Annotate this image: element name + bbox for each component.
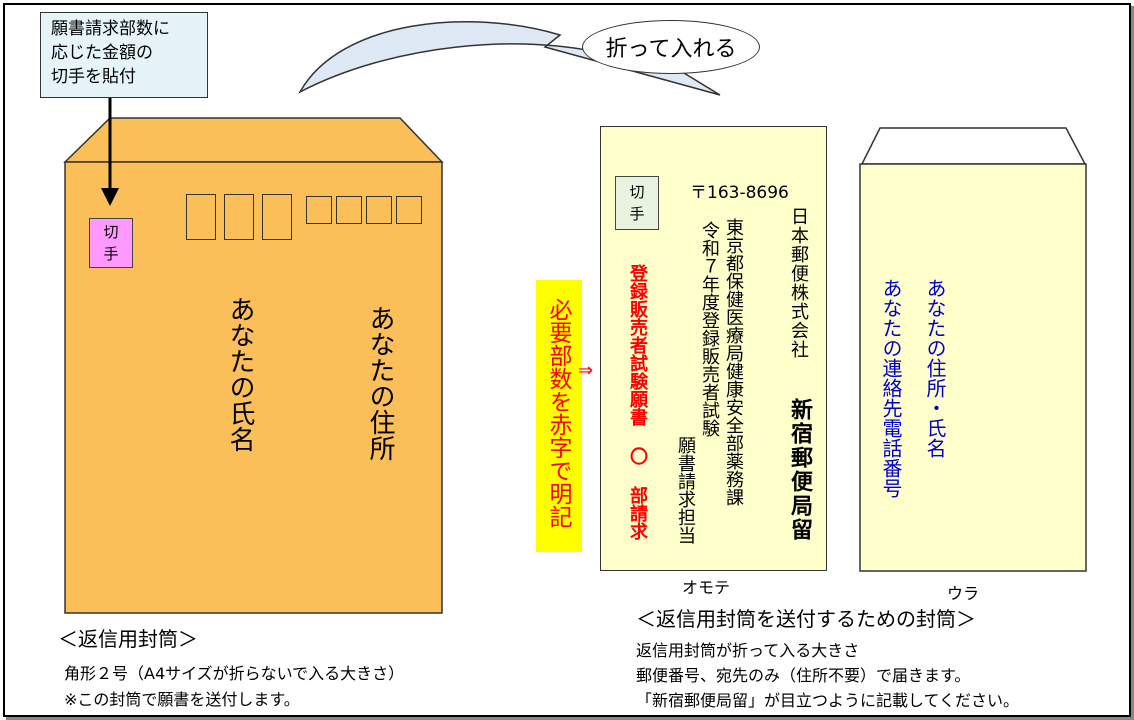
front-col-post-office: 新宿郵便局留 (787, 398, 812, 542)
postal-box-4 (306, 196, 332, 224)
fold-label: 折って入れる (605, 37, 737, 62)
stamp-note-line2: 応じた金額の (51, 43, 153, 63)
back-col-phone: あなたの連絡先電話番号 (879, 278, 903, 498)
postal-box-2 (224, 194, 254, 240)
stamp-note: 願書請求部数に 応じた金額の 切手を貼付 (40, 12, 208, 98)
postal-box-3 (262, 194, 292, 240)
sending-line1: 返信用封筒が折って入る大きさ (636, 641, 860, 660)
sending-line3: 「新宿郵便局留」が目立つように記載してください。 (636, 691, 1020, 710)
return-send-note: ※この封筒で願書を送付します。 (64, 690, 300, 709)
return-address-label: あなたの住所 (365, 305, 395, 461)
return-caption: ＜返信用封筒＞ (58, 627, 198, 651)
postal-box-1 (186, 194, 216, 240)
front-col-request: 登録販売者試験願書 〇 部請求 (627, 264, 648, 540)
postal-box-7 (396, 196, 422, 224)
sending-caption: ＜返信用封筒を送付するための封筒＞ (636, 607, 976, 631)
front-col-exam: 令和７年度登録販売者試験 (699, 221, 720, 437)
postal-box-6 (366, 196, 392, 224)
front-col-bureau: 東京都保健医療局健康安全部薬務課 (723, 218, 744, 506)
front-stamp: 切手 (615, 176, 659, 230)
postal-box-5 (336, 196, 362, 224)
highlight-text: 必要部数を赤字で明記 (545, 298, 571, 528)
return-size-note: 角形２号（A4サイズが折らないで入る大きさ） (64, 664, 405, 683)
stamp-note-line1: 願書請求部数に (51, 19, 170, 39)
back-col-address: あなたの住所・氏名 (923, 278, 947, 458)
stamp-note-line3: 切手を貼付 (51, 67, 136, 87)
front-col-staff: 願書請求担当 (675, 436, 696, 544)
front-stamp-label: 切手 (629, 183, 645, 223)
return-stamp-label: 切手 (103, 223, 119, 263)
return-name-label: あなたの氏名 (225, 296, 255, 452)
back-label: ウラ (947, 584, 980, 603)
highlight-arrow: ⇒ (578, 360, 594, 381)
front-col-company: 日本郵便株式会社 (788, 207, 809, 359)
fold-label-oval: 折って入れる (582, 20, 760, 74)
sending-line2: 郵便番号、宛先のみ（住所不要）で届きます。 (636, 666, 971, 685)
front-postal-code: 〒163-8696 (690, 183, 789, 203)
front-label: オモテ (682, 578, 731, 597)
return-stamp: 切手 (89, 218, 133, 268)
highlight-box: 必要部数を赤字で明記 (536, 280, 582, 552)
